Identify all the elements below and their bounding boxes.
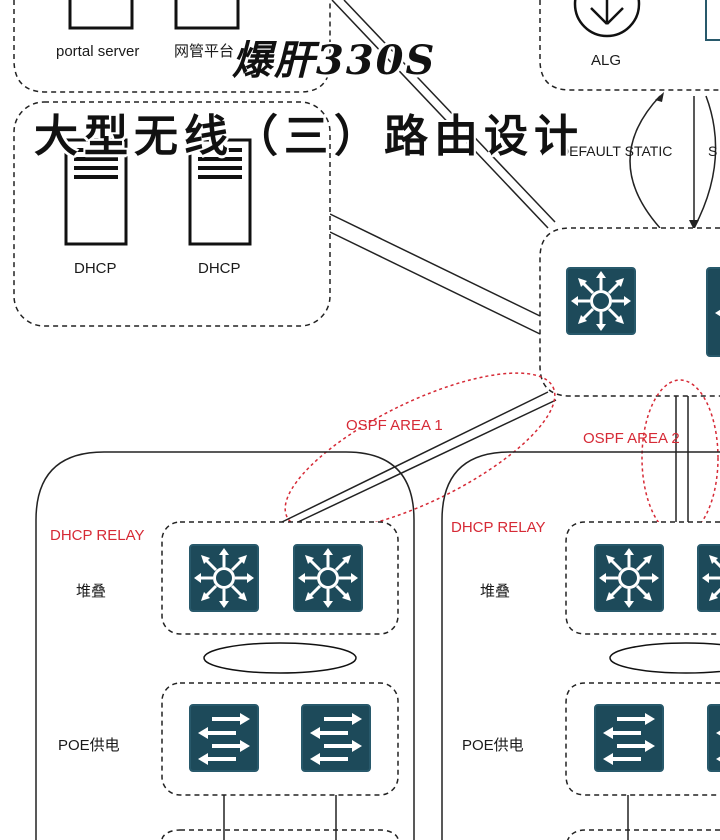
stack-l3-switch-right-1-icon [593, 543, 665, 613]
dhcp-relay-right-label: DHCP RELAY [451, 519, 545, 536]
dhcp-server-2-label: DHCP [198, 260, 241, 277]
link-dhcp-1 [329, 213, 541, 317]
links [223, 0, 717, 840]
server-group-top: portal server 网管平台 [13, 0, 331, 93]
stack-l3-switch-left-1-icon [188, 543, 260, 613]
title-line-1: 爆肝330S [232, 37, 437, 84]
route-arrows [655, 92, 699, 230]
ospf-area-2-label: OSPF AREA 2 [583, 430, 680, 447]
ospf-area-2-ellipse [641, 379, 719, 537]
alg-side-device-icon [705, 0, 720, 41]
poe-left-label: POE供电 [58, 737, 120, 754]
poe-l2-switch-right-2-icon [706, 703, 720, 773]
alg-label: ALG [591, 52, 621, 69]
portal-server-icon [68, 0, 134, 30]
route-curve-right [693, 95, 717, 229]
link-top-2 [343, 0, 556, 223]
core-switch-group [539, 227, 720, 397]
ospf-area-1-ellipse [284, 372, 556, 532]
poe-right-label: POE供电 [462, 737, 524, 754]
core-l3-switch-icon [565, 266, 637, 336]
stack-l3-switch-right-2-icon [696, 543, 720, 613]
stack-l3-switch-left-2-icon [292, 543, 364, 613]
link-top-1 [331, 0, 549, 229]
dhcp-relay-left-label: DHCP RELAY [50, 527, 144, 544]
poe-l2-switch-left-2-icon [300, 703, 372, 773]
title-line-2: 大型无线（三）路由设计 [34, 111, 584, 162]
ospf-areas [284, 372, 719, 537]
portal-server-label: portal server [56, 43, 139, 60]
dhcp-server-group: DHCP DHCP [13, 101, 331, 327]
dhcp-server-1-label: DHCP [74, 260, 117, 277]
router-icon [573, 0, 641, 38]
core-l3-switch-2-icon [706, 267, 720, 357]
stack-link-ellipse-left [203, 642, 357, 674]
access-block-right: DHCP RELAY 堆叠 POE供电 [441, 451, 720, 840]
poe-l2-switch-left-1-icon [188, 703, 260, 773]
stack-left-label: 堆叠 [76, 583, 106, 600]
stack-link-ellipse-right [609, 642, 720, 674]
access-block-left: DHCP RELAY 堆叠 POE供电 [35, 451, 415, 840]
link-ospf1-1 [281, 391, 549, 523]
link-dhcp-2 [329, 231, 541, 335]
route-curve-left [629, 95, 661, 229]
link-ospf1-2 [297, 399, 557, 523]
arrow-down-core [689, 220, 699, 230]
ospf-area-1-label: OSPF AREA 1 [346, 417, 443, 434]
arrow-up-alg [655, 92, 664, 102]
nms-server-icon [174, 0, 240, 30]
default-static-label: DEFAULT STATIC [559, 143, 672, 159]
stack-right-label: 堆叠 [480, 583, 510, 600]
nms-label: 网管平台 [174, 43, 234, 60]
poe-l2-switch-right-1-icon [593, 703, 665, 773]
alg-group: ALG [539, 0, 720, 91]
static-label-partial: S [708, 143, 717, 159]
